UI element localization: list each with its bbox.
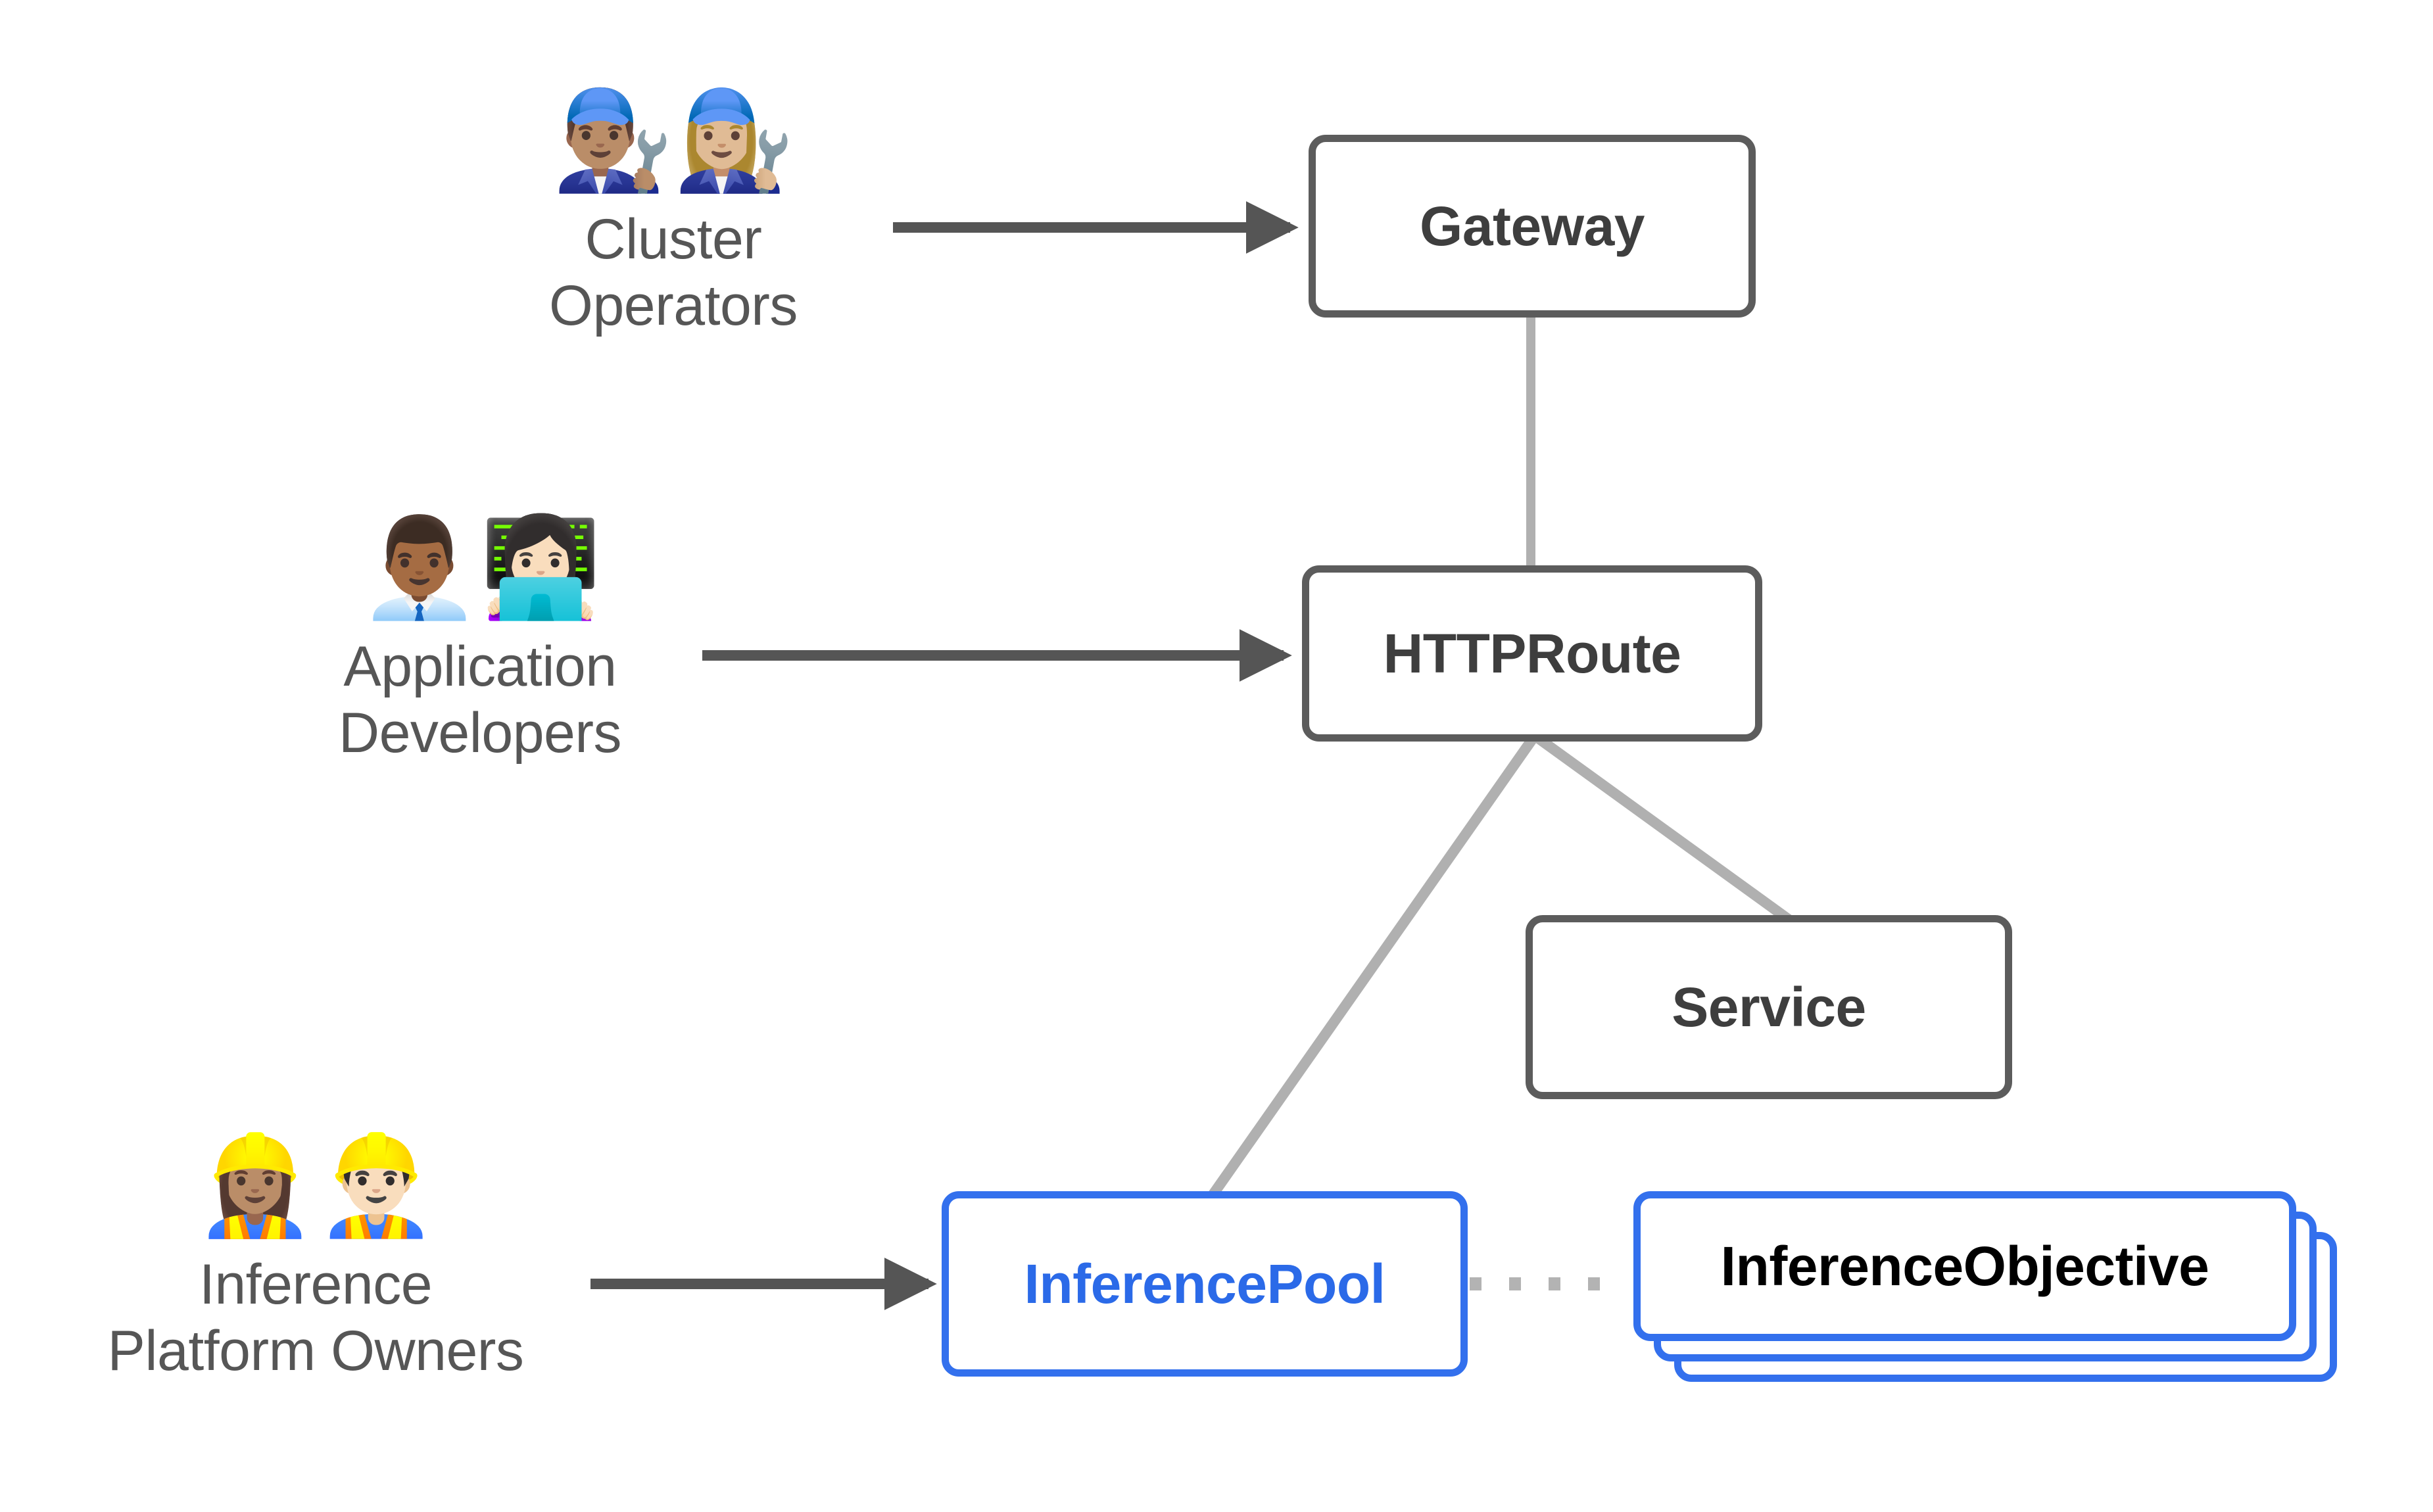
persona-emoji-group: 👷🏽‍♀️ 👷🏻‍♂️: [195, 1137, 437, 1235]
node-service[interactable]: Service: [1526, 915, 2012, 1099]
man-construction-worker-icon: 👷🏻‍♂️: [316, 1131, 437, 1240]
node-inference-pool[interactable]: InferencePool: [942, 1191, 1468, 1377]
persona-emoji-group: 👨🏾‍💼 👩🏻‍💻: [359, 519, 602, 617]
persona-label-cluster-operators: Cluster Operators: [549, 208, 798, 338]
persona-application-developers: 👨🏾‍💼 👩🏻‍💻 Application Developers: [237, 519, 723, 767]
node-inference-objective-stack[interactable]: InferenceObjective: [1633, 1191, 2337, 1382]
node-label-httproute: HTTPRoute: [1383, 623, 1681, 684]
man-office-worker-icon: 👨🏾‍💼: [358, 513, 480, 622]
node-label-inference-objective: InferenceObjective: [1720, 1235, 2209, 1297]
node-httproute[interactable]: HTTPRoute: [1302, 565, 1762, 742]
woman-technologist-icon: 👩🏻‍💻: [480, 513, 602, 622]
node-label-service: Service: [1672, 976, 1866, 1038]
man-mechanic-icon: 👨🏽‍🔧: [552, 86, 673, 195]
node-label-inference-pool: InferencePool: [1024, 1253, 1385, 1315]
persona-cluster-operators: 👨🏽‍🔧 👩🏼‍🔧 Cluster Operators: [430, 92, 917, 340]
node-label-gateway: Gateway: [1419, 195, 1645, 257]
persona-label-inference-platform-owners: Inference Platform Owners: [107, 1253, 524, 1383]
persona-inference-platform-owners: 👷🏽‍♀️ 👷🏻‍♂️ Inference Platform Owners: [72, 1137, 559, 1385]
node-gateway[interactable]: Gateway: [1309, 135, 1756, 318]
persona-label-application-developers: Application Developers: [339, 635, 622, 765]
woman-construction-worker-icon: 👷🏽‍♀️: [194, 1131, 316, 1240]
woman-mechanic-icon: 👩🏼‍🔧: [673, 86, 795, 195]
persona-emoji-group: 👨🏽‍🔧 👩🏼‍🔧: [552, 92, 795, 189]
edge-httproute-to-service: [1534, 733, 1793, 925]
edge-httproute-to-inferencepool: [1195, 734, 1538, 1216]
node-inference-objective[interactable]: InferenceObjective: [1633, 1191, 2296, 1341]
